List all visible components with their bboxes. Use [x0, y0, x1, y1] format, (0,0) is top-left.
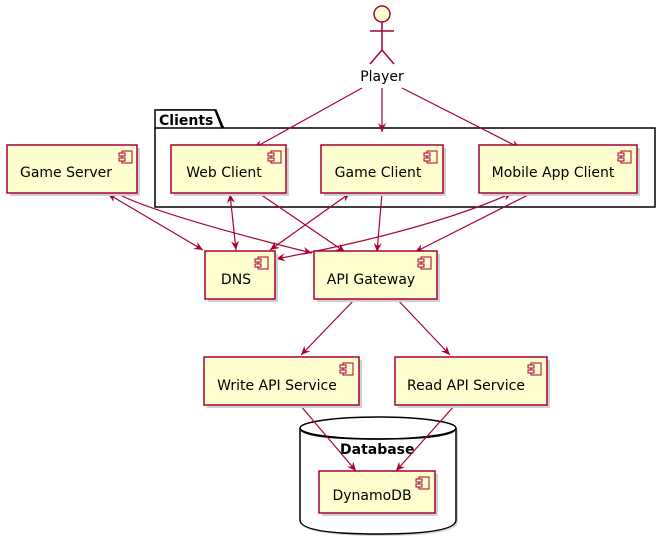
component-icon	[415, 476, 430, 490]
component-api-gateway[interactable]: API Gateway	[313, 250, 440, 302]
api-gateway-label: API Gateway	[327, 272, 415, 288]
component-icon	[267, 150, 282, 164]
player-actor: Player	[360, 5, 404, 85]
component-icon	[254, 256, 269, 270]
player-label: Player	[360, 69, 404, 85]
write-api-service-label: Write API Service	[217, 378, 337, 394]
edges	[107, 87, 533, 472]
edge-player-web-client	[253, 87, 363, 149]
component-dynamodb[interactable]: DynamoDB	[318, 470, 438, 516]
game-client-label: Game Client	[335, 165, 422, 181]
mobile-app-client-label: Mobile App Client	[492, 165, 615, 181]
component-icon	[423, 150, 438, 164]
component-dns[interactable]: DNS	[204, 250, 278, 302]
dynamodb-label: DynamoDB	[332, 488, 411, 504]
edge-web-client-dns	[226, 193, 240, 251]
database-label: Database	[340, 442, 415, 458]
component-web-client[interactable]: Web Client	[170, 144, 289, 196]
component-icon	[339, 362, 354, 376]
read-api-service-label: Read API Service	[407, 378, 525, 394]
edge-game-server-dns	[107, 193, 204, 251]
component-mobile-app-client[interactable]: Mobile App Client	[478, 144, 640, 196]
component-icon	[417, 256, 432, 270]
edge-read-api-dynamodb	[395, 404, 456, 472]
edge-api-gateway-write-api	[300, 297, 357, 356]
component-read-api-service[interactable]: Read API Service	[394, 356, 550, 408]
component-icon	[527, 362, 542, 376]
clients-package-label: Clients	[159, 113, 213, 129]
edge-mobile-client-api-gateway	[414, 192, 533, 253]
edge-player-mobile-client	[401, 87, 521, 149]
dns-label: DNS	[221, 272, 251, 288]
component-write-api-service[interactable]: Write API Service	[203, 356, 362, 408]
component-icon	[118, 150, 133, 164]
component-icon	[617, 150, 632, 164]
web-client-label: Web Client	[186, 165, 262, 181]
component-game-client[interactable]: Game Client	[320, 144, 446, 196]
edge-write-api-dynamodb	[299, 404, 357, 472]
component-game-server[interactable]: Game Server	[6, 144, 140, 196]
game-server-label: Game Server	[20, 165, 112, 181]
edge-api-gateway-read-api	[395, 297, 451, 356]
